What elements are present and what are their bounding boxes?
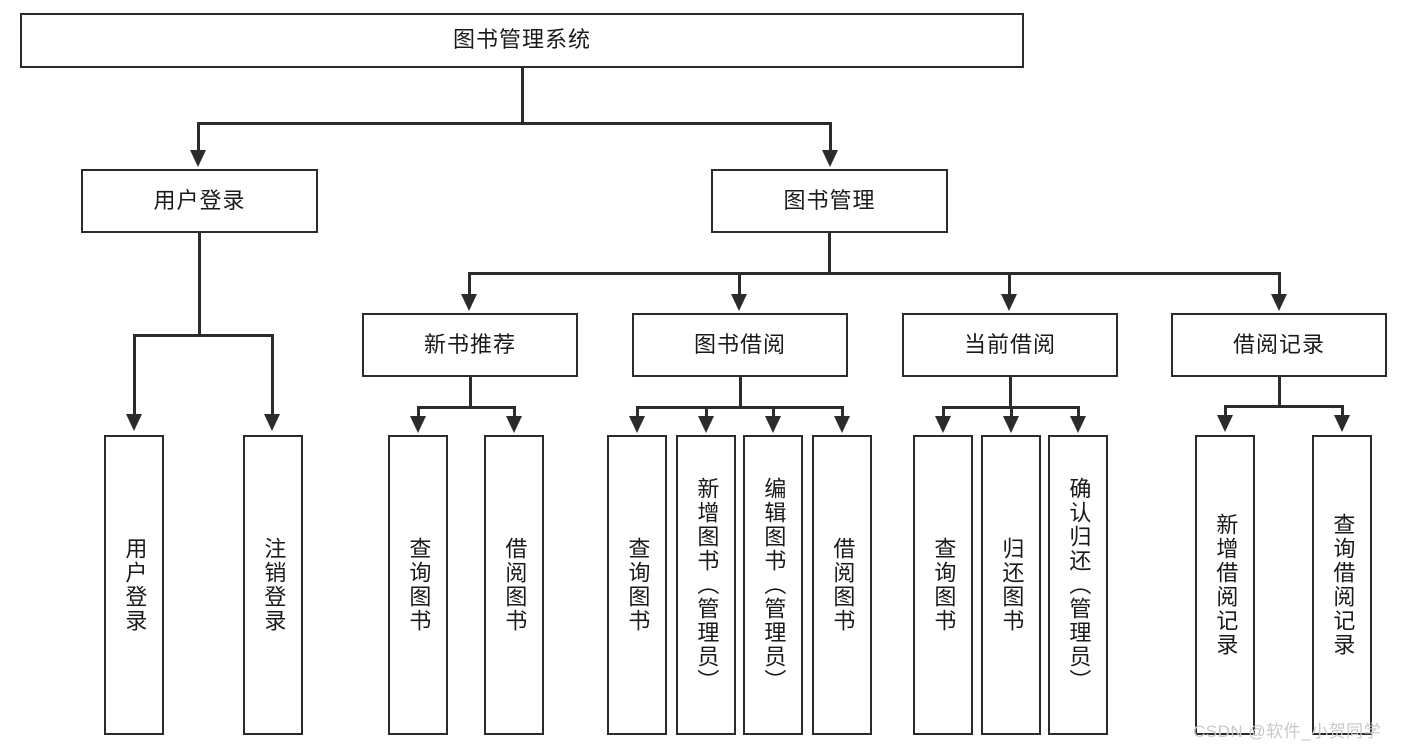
connector-br-leaf-0 xyxy=(1224,405,1227,417)
connector-bb-leaf-0 xyxy=(636,406,639,418)
leaf-user-login[interactable]: 用户登录 xyxy=(104,435,164,735)
connector-cb-stem xyxy=(1009,377,1012,408)
connector-bb-leaf-2 xyxy=(772,406,775,418)
node-book-borrow[interactable]: 图书借阅 xyxy=(632,313,848,377)
connector-br-stem xyxy=(1278,377,1281,408)
connector-user-login-bus xyxy=(133,334,273,337)
arrowhead-bb-leaf-3 xyxy=(834,416,850,433)
connector-root-stem xyxy=(521,68,524,124)
arrowhead-book-management xyxy=(822,150,838,167)
connector-root-to-user-login xyxy=(197,122,200,152)
leaf-cb-return-book[interactable]: 归还图书 xyxy=(981,435,1041,735)
leaf-nbr-borrow-book[interactable]: 借阅图书 xyxy=(484,435,544,735)
connector-bb-bus xyxy=(636,406,843,409)
arrowhead-borrow-record xyxy=(1271,294,1287,311)
node-label: 归还图书 xyxy=(999,537,1025,633)
node-label: 编辑图书（管理员） xyxy=(761,477,787,693)
node-book-management[interactable]: 图书管理 xyxy=(711,169,948,233)
node-label: 新书推荐 xyxy=(423,331,516,357)
connector-nbr-leaf-0 xyxy=(417,406,420,418)
leaf-nbr-query-book[interactable]: 查询图书 xyxy=(388,435,448,735)
node-label: 图书管理系统 xyxy=(452,27,591,53)
leaf-bb-query-book[interactable]: 查询图书 xyxy=(607,435,667,735)
node-borrow-record[interactable]: 借阅记录 xyxy=(1171,313,1387,377)
connector-bb-stem xyxy=(739,377,742,408)
node-label: 图书管理 xyxy=(783,187,876,213)
arrowhead-new-book-recommend xyxy=(461,294,477,311)
connector-bm-to-current-borrow xyxy=(1008,272,1011,296)
connector-root-bus xyxy=(197,122,832,125)
connector-user-login-leaf-1 xyxy=(271,334,274,416)
connector-bm-to-new-book xyxy=(468,272,471,296)
connector-book-management-bus xyxy=(468,272,1280,275)
watermark-csdn: CSDN @软件_小贺同学 xyxy=(1193,717,1381,742)
node-root-book-management-system[interactable]: 图书管理系统 xyxy=(20,13,1024,68)
arrowhead-nbr-leaf-1 xyxy=(506,416,522,433)
arrowhead-book-borrow xyxy=(731,294,747,311)
connector-user-login-stem xyxy=(198,233,201,336)
leaf-bb-add-book-admin[interactable]: 新增图书（管理员） xyxy=(676,435,736,735)
connector-cb-leaf-1 xyxy=(1010,406,1013,418)
node-label: 借阅图书 xyxy=(502,537,528,633)
watermark-text: CSDN @软件_小贺同学 xyxy=(1193,722,1382,741)
connector-root-to-book-management xyxy=(829,122,832,152)
leaf-cb-confirm-return-admin[interactable]: 确认归还（管理员） xyxy=(1048,435,1108,735)
node-label: 查询图书 xyxy=(406,537,432,633)
node-label: 查询借阅记录 xyxy=(1330,513,1356,657)
node-current-borrow[interactable]: 当前借阅 xyxy=(902,313,1118,377)
leaf-bb-edit-book-admin[interactable]: 编辑图书（管理员） xyxy=(743,435,803,735)
arrowhead-bb-leaf-0 xyxy=(629,416,645,433)
leaf-br-add-record[interactable]: 新增借阅记录 xyxy=(1195,435,1255,735)
arrowhead-cb-leaf-1 xyxy=(1003,416,1019,433)
leaf-logout[interactable]: 注销登录 xyxy=(243,435,303,735)
connector-br-bus xyxy=(1224,405,1344,408)
node-label: 新增图书（管理员） xyxy=(694,477,720,693)
node-label: 借阅图书 xyxy=(830,537,856,633)
node-new-book-recommend[interactable]: 新书推荐 xyxy=(362,313,578,377)
arrowhead-br-leaf-1 xyxy=(1334,415,1350,432)
connector-book-management-stem xyxy=(828,233,831,274)
arrowhead-br-leaf-0 xyxy=(1217,415,1233,432)
connector-cb-leaf-0 xyxy=(942,406,945,418)
leaf-br-query-record[interactable]: 查询借阅记录 xyxy=(1312,435,1372,735)
arrowhead-leaf-logout xyxy=(264,414,280,431)
leaf-bb-borrow-book[interactable]: 借阅图书 xyxy=(812,435,872,735)
node-label: 新增借阅记录 xyxy=(1213,513,1239,657)
connector-bb-leaf-3 xyxy=(841,406,844,418)
connector-bm-to-borrow-record xyxy=(1278,272,1281,296)
arrowhead-leaf-user-login xyxy=(126,414,142,431)
node-label: 用户登录 xyxy=(153,187,246,213)
connector-nbr-stem xyxy=(469,377,472,408)
connector-br-leaf-1 xyxy=(1341,405,1344,417)
node-label: 查询图书 xyxy=(931,537,957,633)
node-label: 注销登录 xyxy=(261,537,287,633)
connector-nbr-leaf-1 xyxy=(513,406,516,418)
node-user-login[interactable]: 用户登录 xyxy=(81,169,318,233)
connector-cb-leaf-2 xyxy=(1077,406,1080,418)
arrowhead-cb-leaf-2 xyxy=(1070,416,1086,433)
connector-user-login-leaf-0 xyxy=(133,334,136,416)
arrowhead-nbr-leaf-0 xyxy=(410,416,426,433)
node-label: 用户登录 xyxy=(122,537,148,633)
node-label: 查询图书 xyxy=(625,537,651,633)
leaf-cb-query-book[interactable]: 查询图书 xyxy=(913,435,973,735)
node-label: 借阅记录 xyxy=(1232,331,1325,357)
arrowhead-current-borrow xyxy=(1001,294,1017,311)
node-label: 图书借阅 xyxy=(693,331,786,357)
node-label: 当前借阅 xyxy=(963,331,1056,357)
node-label: 确认归还（管理员） xyxy=(1066,477,1092,693)
connector-bb-leaf-1 xyxy=(705,406,708,418)
connector-nbr-bus xyxy=(417,406,515,409)
arrowhead-bb-leaf-2 xyxy=(765,416,781,433)
connector-bm-to-book-borrow xyxy=(738,272,741,296)
arrowhead-cb-leaf-0 xyxy=(935,416,951,433)
arrowhead-bb-leaf-1 xyxy=(698,416,714,433)
arrowhead-user-login xyxy=(190,150,206,167)
